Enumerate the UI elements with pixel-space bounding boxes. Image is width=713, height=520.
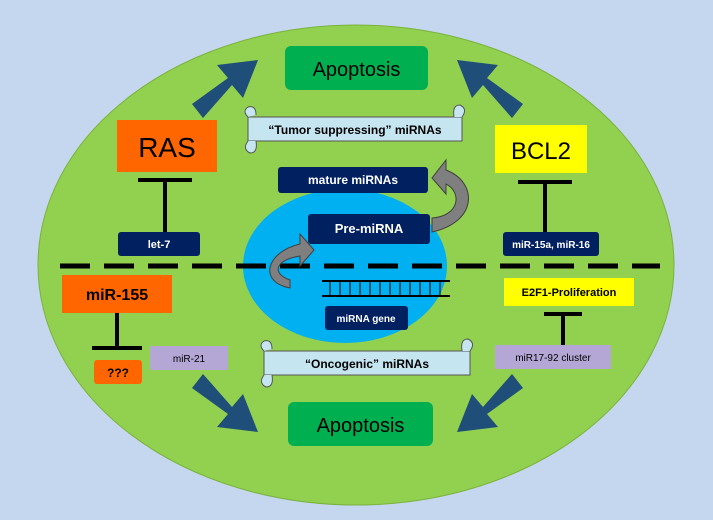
apoptosis-bottom-box [288,402,433,446]
arrow-bottom-right [457,374,523,432]
mir15-box [503,232,599,256]
arrow-top-left [192,60,258,118]
e2f1-box [504,278,634,306]
bcl2-label: BCL2 [511,138,571,165]
pre-box [308,214,430,244]
dna-ladder [322,280,450,297]
apoptosis-top-label: Apoptosis [313,59,401,81]
mature-label: mature miRNAs [308,173,398,187]
bcl2-box [495,125,587,173]
mir21-label: miR-21 [173,354,206,365]
arrow-top-right [457,60,523,118]
mir17-box [495,345,611,369]
scroll-onco-label: “Oncogenic” miRNAs [305,357,429,371]
unknown-label: ??? [107,366,129,380]
scroll-tumor: “Tumor suppressing” miRNAs [244,104,466,154]
curved-arrow-left [269,232,315,289]
scroll-tumor-label: “Tumor suppressing” miRNAs [268,123,441,137]
unknown-box [94,360,142,384]
e2f1-label: E2F1-Proliferation [522,287,617,299]
let7-label: let-7 [148,239,171,251]
mir155-label: miR-155 [86,287,148,304]
gene-label: miRNA gene [336,314,396,325]
apoptosis-bottom-label: Apoptosis [317,415,405,437]
curved-arrow-right [431,158,469,233]
apoptosis-top-box [285,46,428,90]
let7-box [118,232,200,256]
mature-box [278,167,428,193]
ras-label: RAS [138,132,196,163]
scroll-onco: “Oncogenic” miRNAs [260,338,474,388]
mir21-box [150,346,228,370]
pre-label: Pre-miRNA [335,221,404,236]
mir15-label: miR-15a, miR-16 [512,240,590,251]
mir155-box [62,275,172,313]
mir17-label: miR17-92 cluster [515,353,591,364]
ras-box [117,120,217,172]
arrow-bottom-left [192,374,258,432]
gene-box [325,306,408,330]
